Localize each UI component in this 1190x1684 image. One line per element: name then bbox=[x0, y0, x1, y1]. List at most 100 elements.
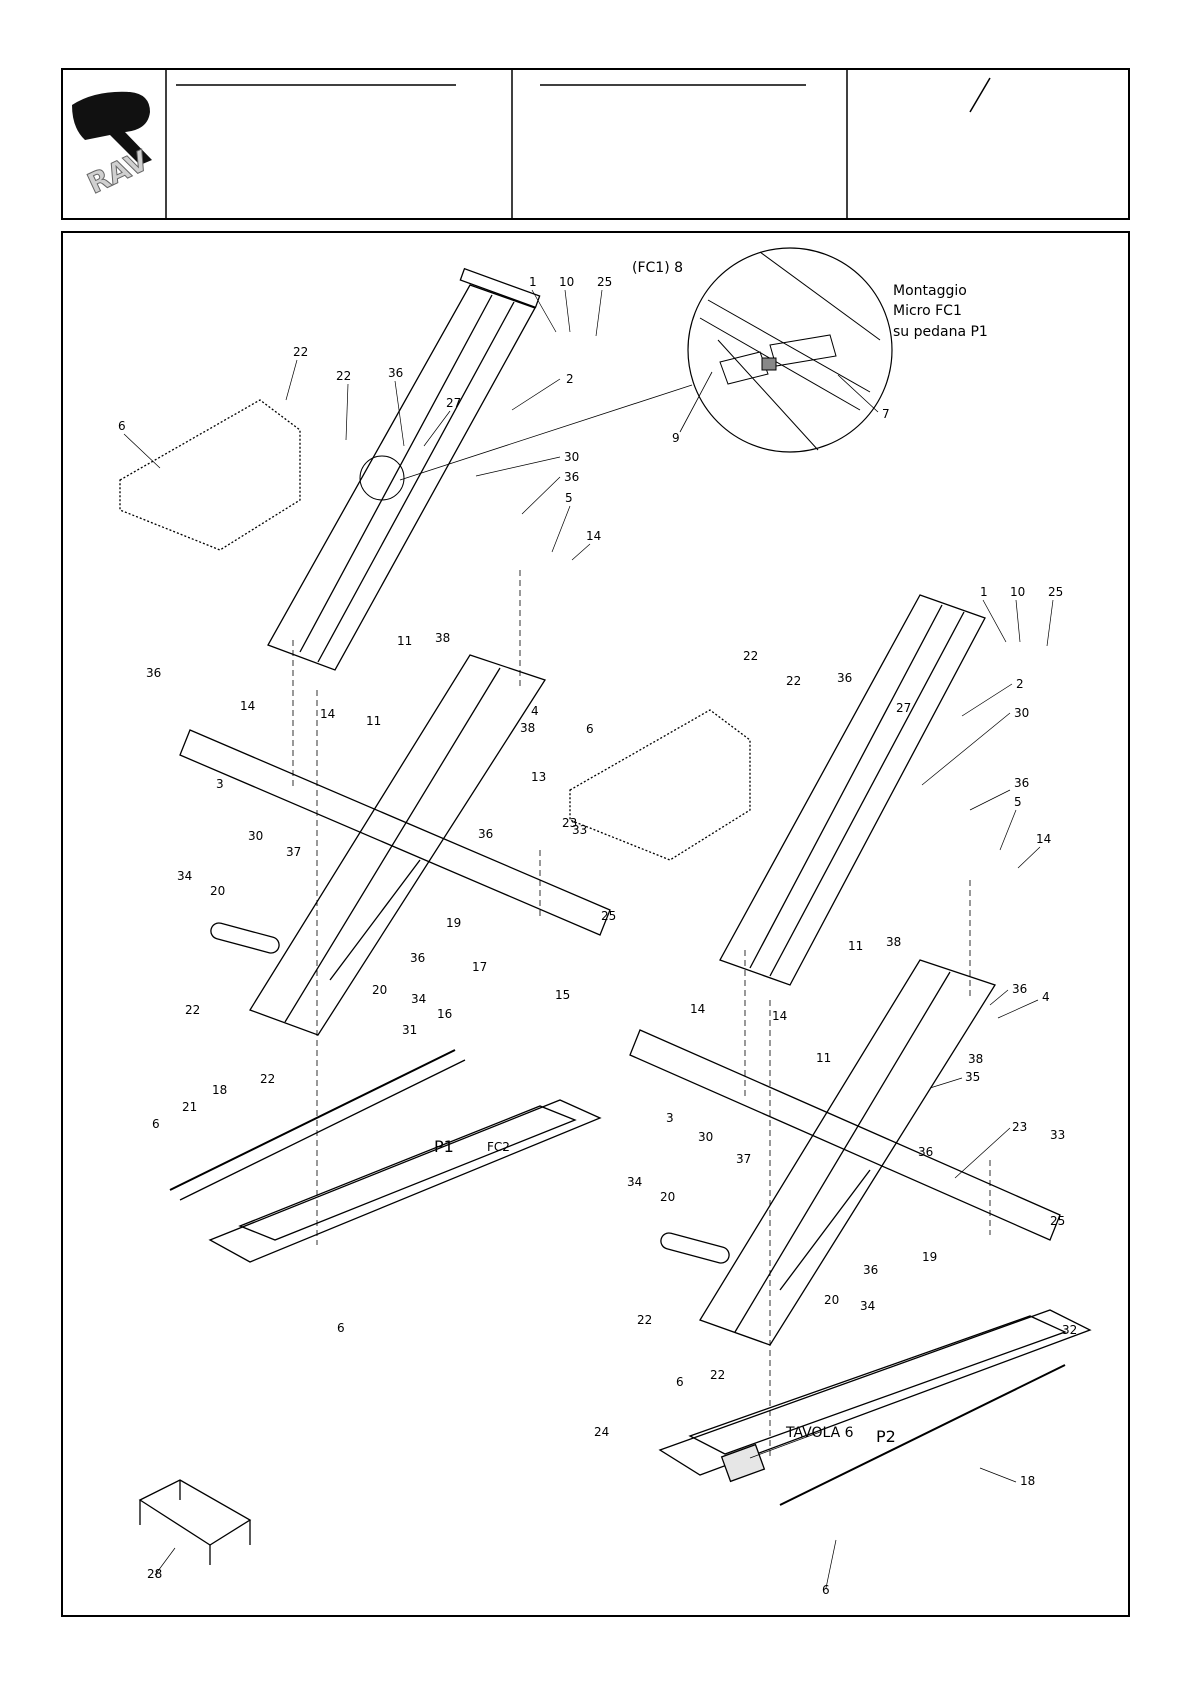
detail-microswitch bbox=[761, 357, 777, 371]
part-label: 27 bbox=[446, 396, 461, 410]
part-label: 15 bbox=[555, 988, 570, 1002]
part-label: 28 bbox=[147, 1567, 162, 1581]
part-label: 36 bbox=[564, 470, 579, 484]
part-label: 34 bbox=[411, 992, 426, 1006]
p2-leader-lines bbox=[749, 599, 1054, 1589]
part-label: 6 bbox=[152, 1117, 160, 1131]
title-slash bbox=[969, 77, 991, 113]
part-label: 21 bbox=[182, 1100, 197, 1114]
part-label: 6 bbox=[118, 419, 126, 433]
part-label: 22 bbox=[786, 674, 801, 688]
part-label: 36 bbox=[918, 1145, 933, 1159]
switch-label-fc2: FC2 bbox=[487, 1140, 510, 1154]
part-label: 16 bbox=[437, 1007, 452, 1021]
part-label: 36 bbox=[1014, 776, 1029, 790]
part-label: 24 bbox=[594, 1425, 609, 1439]
p2-upper-arm-inner bbox=[749, 604, 943, 969]
part-label: 25 bbox=[1050, 1214, 1065, 1228]
part-label: 23 bbox=[1012, 1120, 1027, 1134]
part-label: 2 bbox=[566, 372, 574, 386]
p1-rail-18 bbox=[169, 1049, 456, 1191]
part-label: 38 bbox=[520, 721, 535, 735]
p2-control-box bbox=[720, 1443, 766, 1483]
panel-label-p1: P1 bbox=[434, 1137, 454, 1156]
p1-upper-arm-inner-2 bbox=[317, 301, 515, 663]
p1-base-inner bbox=[238, 1105, 577, 1241]
part-label: 37 bbox=[286, 845, 301, 859]
part-label: 9 bbox=[672, 431, 680, 445]
part-label: 19 bbox=[446, 916, 461, 930]
p1-leader-lines bbox=[123, 289, 603, 561]
title-block: RAV bbox=[61, 68, 1130, 220]
part-label: 14 bbox=[586, 529, 601, 543]
part-label: 14 bbox=[772, 1009, 787, 1023]
part-label: 22 bbox=[185, 1003, 200, 1017]
detail-source-circle bbox=[359, 455, 405, 501]
logo-mark bbox=[72, 91, 152, 165]
p1-part-labels: 1 10 25 2 22 22 36 27 6 30 36 5 14 11 38… bbox=[118, 275, 616, 1581]
part-label: 22 bbox=[743, 649, 758, 663]
part-label: 34 bbox=[860, 1299, 875, 1313]
part-label: 1 bbox=[980, 585, 988, 599]
table-reference: TAVOLA 6 bbox=[785, 1425, 854, 1441]
part-label: 34 bbox=[627, 1175, 642, 1189]
leader-9 bbox=[679, 371, 713, 433]
part-label: 22 bbox=[637, 1313, 652, 1327]
drawing-frame bbox=[61, 231, 1130, 1617]
logo-text: RAV bbox=[82, 144, 153, 201]
part-label: 20 bbox=[824, 1293, 839, 1307]
part-label: 20 bbox=[372, 983, 387, 997]
detail-note-line-1: Montaggio bbox=[893, 283, 967, 299]
part-label: 37 bbox=[736, 1152, 751, 1166]
part-label: 25 bbox=[1048, 585, 1063, 599]
part-label: 4 bbox=[531, 704, 539, 718]
part-label: 36 bbox=[388, 366, 403, 380]
p2-base-inner bbox=[688, 1315, 1067, 1455]
lift-assembly-p2 bbox=[569, 594, 1092, 1506]
part-label: 2 bbox=[1016, 677, 1024, 691]
detail-bracket-1 bbox=[719, 351, 769, 385]
part-label: 30 bbox=[564, 450, 579, 464]
p1-upper-arm-inner bbox=[299, 294, 493, 653]
part-label: 38 bbox=[886, 935, 901, 949]
part-label: 1 bbox=[529, 275, 537, 289]
part-label: 5 bbox=[565, 491, 573, 505]
detail-edge-2 bbox=[699, 317, 861, 411]
part-label: 32 bbox=[1062, 1323, 1077, 1337]
part-label: 14 bbox=[690, 1002, 705, 1016]
part-label: 6 bbox=[822, 1583, 830, 1597]
part-label: 22 bbox=[260, 1072, 275, 1086]
part-label: 36 bbox=[410, 951, 425, 965]
part-label: 38 bbox=[435, 631, 450, 645]
part-label: 22 bbox=[336, 369, 351, 383]
part-label: 11 bbox=[366, 714, 381, 728]
panel-label-p2: P2 bbox=[876, 1427, 896, 1446]
part-label: 7 bbox=[882, 407, 890, 421]
p1-upper-arm bbox=[267, 284, 536, 671]
part-label: 5 bbox=[1014, 795, 1022, 809]
detail-leader-line bbox=[399, 384, 693, 481]
p2-rail-18 bbox=[779, 1364, 1066, 1506]
part-label: 30 bbox=[698, 1130, 713, 1144]
p2-piston-rod bbox=[779, 1169, 871, 1291]
part-label: 10 bbox=[1010, 585, 1025, 599]
p2-cylinder bbox=[660, 1232, 730, 1264]
part-label: 14 bbox=[1036, 832, 1051, 846]
leader-7 bbox=[837, 374, 879, 413]
part-label: 18 bbox=[212, 1083, 227, 1097]
part-label: 38 bbox=[968, 1052, 983, 1066]
part-label: 34 bbox=[177, 869, 192, 883]
detail-note-line-2: Micro FC1 bbox=[893, 303, 962, 319]
p1-top-axle bbox=[459, 267, 541, 309]
p1-cylinder bbox=[210, 922, 280, 954]
lift-assembly-p1 bbox=[119, 267, 611, 1263]
part-label: 14 bbox=[320, 707, 335, 721]
part-label: 4 bbox=[1042, 990, 1050, 1004]
part-label: 30 bbox=[1014, 706, 1029, 720]
p1-rail-21 bbox=[179, 1059, 466, 1201]
part-label: 22 bbox=[710, 1368, 725, 1382]
detail-view-fc1: (FC1) 8 Montaggio Micro FC1 su pedana P1… bbox=[359, 247, 988, 501]
p1-lower-arm-inner bbox=[284, 667, 501, 1023]
part-label: 13 bbox=[531, 770, 546, 784]
